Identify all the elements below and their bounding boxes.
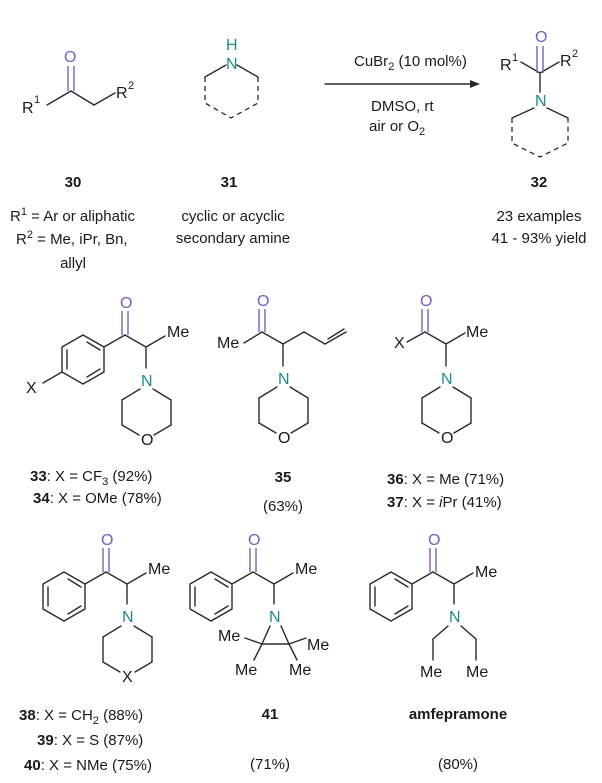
reagent-label: CuBr2 (10 mol%) [354, 53, 467, 73]
atom-o: O [420, 293, 432, 310]
entry-34: 34: X = OMe (78%) [33, 490, 162, 507]
r2-note: R2 = Me, iPr, Bn, [16, 229, 128, 248]
atom-r: R [500, 57, 512, 74]
atom-o: O [441, 430, 453, 447]
entry-39: 39: X = S (87%) [37, 732, 143, 749]
reaction-arrow [324, 80, 480, 88]
methyl: Me [218, 628, 240, 645]
atom-n: N [226, 56, 238, 73]
amine-note: cyclic or acyclic [181, 208, 285, 225]
superscript: 2 [572, 48, 578, 60]
compound-35-structure: Me O N O [217, 293, 347, 447]
atom-n: N [141, 373, 153, 390]
atom-x: X [26, 380, 37, 397]
atom-n: N [449, 609, 461, 626]
yield-note: 41 - 93% yield [491, 230, 586, 247]
entry-37: 37: X = iPr (41%) [387, 494, 502, 511]
superscript: 1 [512, 52, 518, 64]
compound-number: 35 [275, 469, 292, 486]
compound-number: 41 [262, 706, 279, 723]
compound-number: 31 [221, 174, 238, 191]
methyl: Me [420, 664, 442, 681]
yield-35: (63%) [263, 498, 303, 515]
compound-number: 32 [531, 174, 548, 191]
amine-note: secondary amine [176, 230, 290, 247]
methyl: Me [307, 637, 329, 654]
methyl: Me [148, 561, 170, 578]
superscript: 1 [34, 94, 40, 106]
atmosphere-label: air or O2 [369, 118, 425, 138]
atom-n: N [441, 371, 453, 388]
entry-38: 38: X = CH2 (88%) [19, 707, 143, 727]
atom-o: O [101, 532, 113, 549]
atom-n: N [278, 371, 290, 388]
atom-n: N [122, 609, 134, 626]
yield-41: (71%) [250, 756, 290, 773]
atom-o: O [120, 295, 132, 312]
atom-x: X [394, 335, 405, 352]
compound-38-40-structure: O Me N X [42, 532, 170, 686]
examples-note: 23 examples [496, 208, 581, 225]
atom-r: R [116, 85, 128, 102]
atom-o: O [64, 49, 76, 66]
atom-r: R [22, 100, 34, 117]
methyl: Me [466, 664, 488, 681]
allyl-note: allyl [60, 255, 86, 272]
atom-h: H [226, 37, 238, 54]
compound-31-structure: H N [204, 37, 259, 119]
entry-40: 40: X = NMe (75%) [24, 757, 152, 774]
atom-o: O [141, 432, 153, 449]
atom-o: O [535, 29, 547, 46]
compound-30-structure: O R 1 R 2 [22, 49, 134, 117]
atom-x: X [122, 669, 133, 686]
methyl: Me [217, 335, 239, 352]
methyl: Me [235, 662, 257, 679]
compound-36-37-structure: X O Me N O [394, 293, 488, 447]
solvent-label: DMSO, rt [371, 98, 434, 115]
methyl: Me [289, 662, 311, 679]
r1-note: R1 = Ar or aliphatic [10, 206, 135, 225]
atom-o: O [278, 430, 290, 447]
methyl: Me [466, 324, 488, 341]
atom-o: O [257, 293, 269, 310]
methyl: Me [475, 564, 497, 581]
methyl: Me [295, 561, 317, 578]
atom-n: N [269, 609, 281, 626]
compound-32-structure: O N R 1 R 2 [500, 29, 578, 158]
compound-number: 30 [65, 174, 82, 191]
methyl: Me [167, 324, 189, 341]
yield-amfepramone: (80%) [438, 756, 478, 773]
atom-r: R [560, 53, 572, 70]
atom-o: O [248, 532, 260, 549]
atom-o: O [428, 532, 440, 549]
compound-41-structure: O Me N Me Me Me Me [189, 532, 329, 679]
superscript: 2 [128, 80, 134, 92]
amfepramone-structure: O Me N Me Me [369, 532, 497, 681]
entry-36: 36: X = Me (71%) [387, 471, 504, 488]
atom-n: N [535, 93, 547, 110]
compound-33-34-structure: X O Me N O [26, 295, 189, 449]
entry-33: 33: X = CF3 (92%) [30, 468, 152, 488]
compound-name: amfepramone [409, 706, 507, 723]
